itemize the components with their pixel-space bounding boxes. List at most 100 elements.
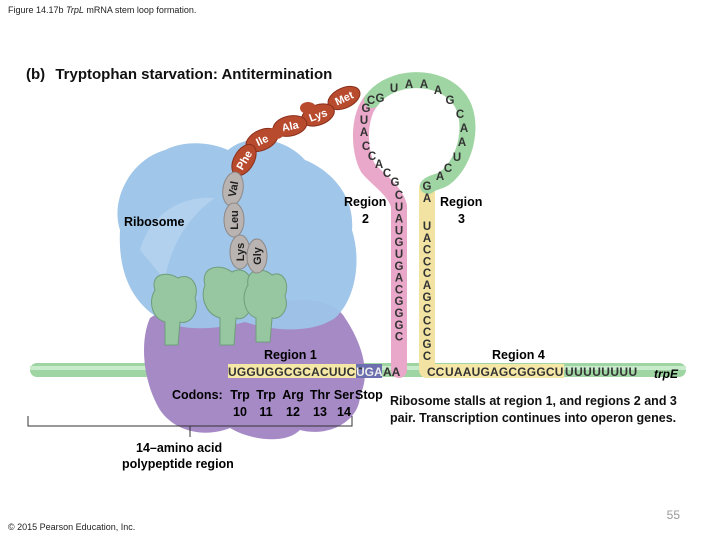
region2-stem xyxy=(391,200,407,378)
region3-base: U xyxy=(423,221,431,233)
polypeptide-label-line2: polypeptide region xyxy=(122,457,234,471)
loop-base: A xyxy=(460,123,468,135)
loop-base: G xyxy=(446,95,455,107)
poly-u-tail: UUUUUUUU xyxy=(565,365,638,379)
region2-curve xyxy=(352,92,407,214)
amino-acid-label: Lys xyxy=(235,243,247,262)
region3-base: C xyxy=(423,351,431,363)
region4-band xyxy=(426,364,564,378)
codon-aa-11: Trp xyxy=(256,388,276,402)
region2-curve-base: C xyxy=(383,168,391,180)
region2-curve-base: A xyxy=(360,127,368,139)
caption-suffix: mRNA stem loop formation. xyxy=(83,5,197,15)
codon-aa-10: Trp xyxy=(230,388,250,402)
region4-start-sequence: CC xyxy=(427,365,445,379)
loop-base: U xyxy=(390,83,398,95)
region3-stem xyxy=(419,180,435,378)
amino-acid-phe: Phe xyxy=(231,143,257,177)
peptide-bead xyxy=(268,127,284,139)
region3-base: C xyxy=(423,304,431,316)
region2-base: A xyxy=(395,214,403,226)
copyright-footer: © 2015 Pearson Education, Inc. xyxy=(8,522,136,532)
amino-acid-label: Gly xyxy=(252,246,264,265)
loop-base: A xyxy=(436,171,444,183)
loop-base: A xyxy=(405,79,413,91)
polypeptide-bracket xyxy=(27,416,353,437)
region3-base: C xyxy=(423,245,431,257)
note-line1: Ribosome stalls at region 1, and regions… xyxy=(390,394,677,408)
codon-aa-13: Thr xyxy=(310,388,330,402)
region3-base: A xyxy=(423,193,431,205)
region2-base: A xyxy=(395,273,403,285)
region3-base: A xyxy=(423,233,431,245)
region2-base: G xyxy=(395,320,404,332)
slide-number: 55 xyxy=(666,508,680,522)
region2-base: C xyxy=(395,284,403,296)
region4-label: Region 4 xyxy=(492,348,545,362)
region2-curve-base: C xyxy=(362,141,370,153)
amino-acid-label: Val xyxy=(227,180,242,198)
region2-base: U xyxy=(395,225,403,237)
region2-base: C xyxy=(395,332,403,344)
amino-acid-label: Ala xyxy=(281,119,301,134)
codon-aa-14: Ser xyxy=(334,388,354,402)
codon-number-11: 11 xyxy=(259,405,272,419)
stop-codon-sequence: UGA xyxy=(356,365,383,379)
region3-label-line1: Region xyxy=(440,195,482,209)
codon-number-13: 13 xyxy=(313,405,327,419)
region2-curve-base: G xyxy=(391,177,400,189)
region2-base: G xyxy=(395,308,404,320)
ribosome-label: Ribosome xyxy=(124,215,184,229)
stop-label: Stop xyxy=(355,388,383,402)
amino-acid-label: Ile xyxy=(254,133,270,149)
region3-base: G xyxy=(423,339,432,351)
region3-base: G xyxy=(423,181,432,193)
caption-italic: TrpL xyxy=(66,5,84,15)
stop-codon-band xyxy=(356,364,382,378)
loop-base: G xyxy=(376,93,385,105)
ribosome-shading xyxy=(140,197,215,280)
region1-band xyxy=(228,364,356,378)
region2-base: U xyxy=(395,249,403,261)
trpE-label: trpE xyxy=(654,367,679,381)
region3-base: C xyxy=(423,256,431,268)
explanation-note: Ribosome stalls at region 1, and regions… xyxy=(390,393,688,427)
loop-base: A xyxy=(420,79,428,91)
region2-base: G xyxy=(395,261,404,273)
trna-right xyxy=(243,269,288,343)
region2-base: G xyxy=(395,296,404,308)
panel-title: (b) Tryptophan starvation: Antiterminati… xyxy=(26,66,332,83)
region3-label-line2: 3 xyxy=(458,212,465,226)
amino-acid-label: Leu xyxy=(229,210,241,230)
region4-sequence: UAAUGAGCGGGCU xyxy=(445,365,564,379)
note-line2: pair. Transcription continues into opero… xyxy=(390,411,677,425)
codon-number-14: 14 xyxy=(337,405,351,419)
loop-arc xyxy=(364,72,476,194)
panel-title-text: Tryptophan starvation: Antitermination xyxy=(55,66,333,83)
amino-acid-leu: Leu xyxy=(223,202,245,238)
trna-left xyxy=(151,273,197,346)
region2-curve-base: C xyxy=(368,151,376,163)
region2-base: G xyxy=(395,237,404,249)
peptide-bead xyxy=(300,102,316,114)
codon-number-10: 10 xyxy=(233,405,247,419)
region2-label-line1: Region xyxy=(344,195,386,209)
region2-base: U xyxy=(395,202,403,214)
loop-base: C xyxy=(456,109,464,121)
loop-base: A xyxy=(434,85,442,97)
loop-base: U xyxy=(453,152,461,164)
region2-label-line2: 2 xyxy=(362,212,369,226)
polypeptide-label-line1: 14–amino acid xyxy=(136,441,222,455)
amino-acid-met: Met xyxy=(327,85,361,111)
loop-base: C xyxy=(444,163,452,175)
region1-label: Region 1 xyxy=(264,348,317,362)
caption-prefix: Figure 14.17b xyxy=(8,5,67,15)
region2-base: C xyxy=(395,190,403,202)
codons-label: Codons: xyxy=(172,388,223,402)
codon-aa-12: Arg xyxy=(282,388,304,402)
amino-acid-val: Val xyxy=(222,171,244,207)
